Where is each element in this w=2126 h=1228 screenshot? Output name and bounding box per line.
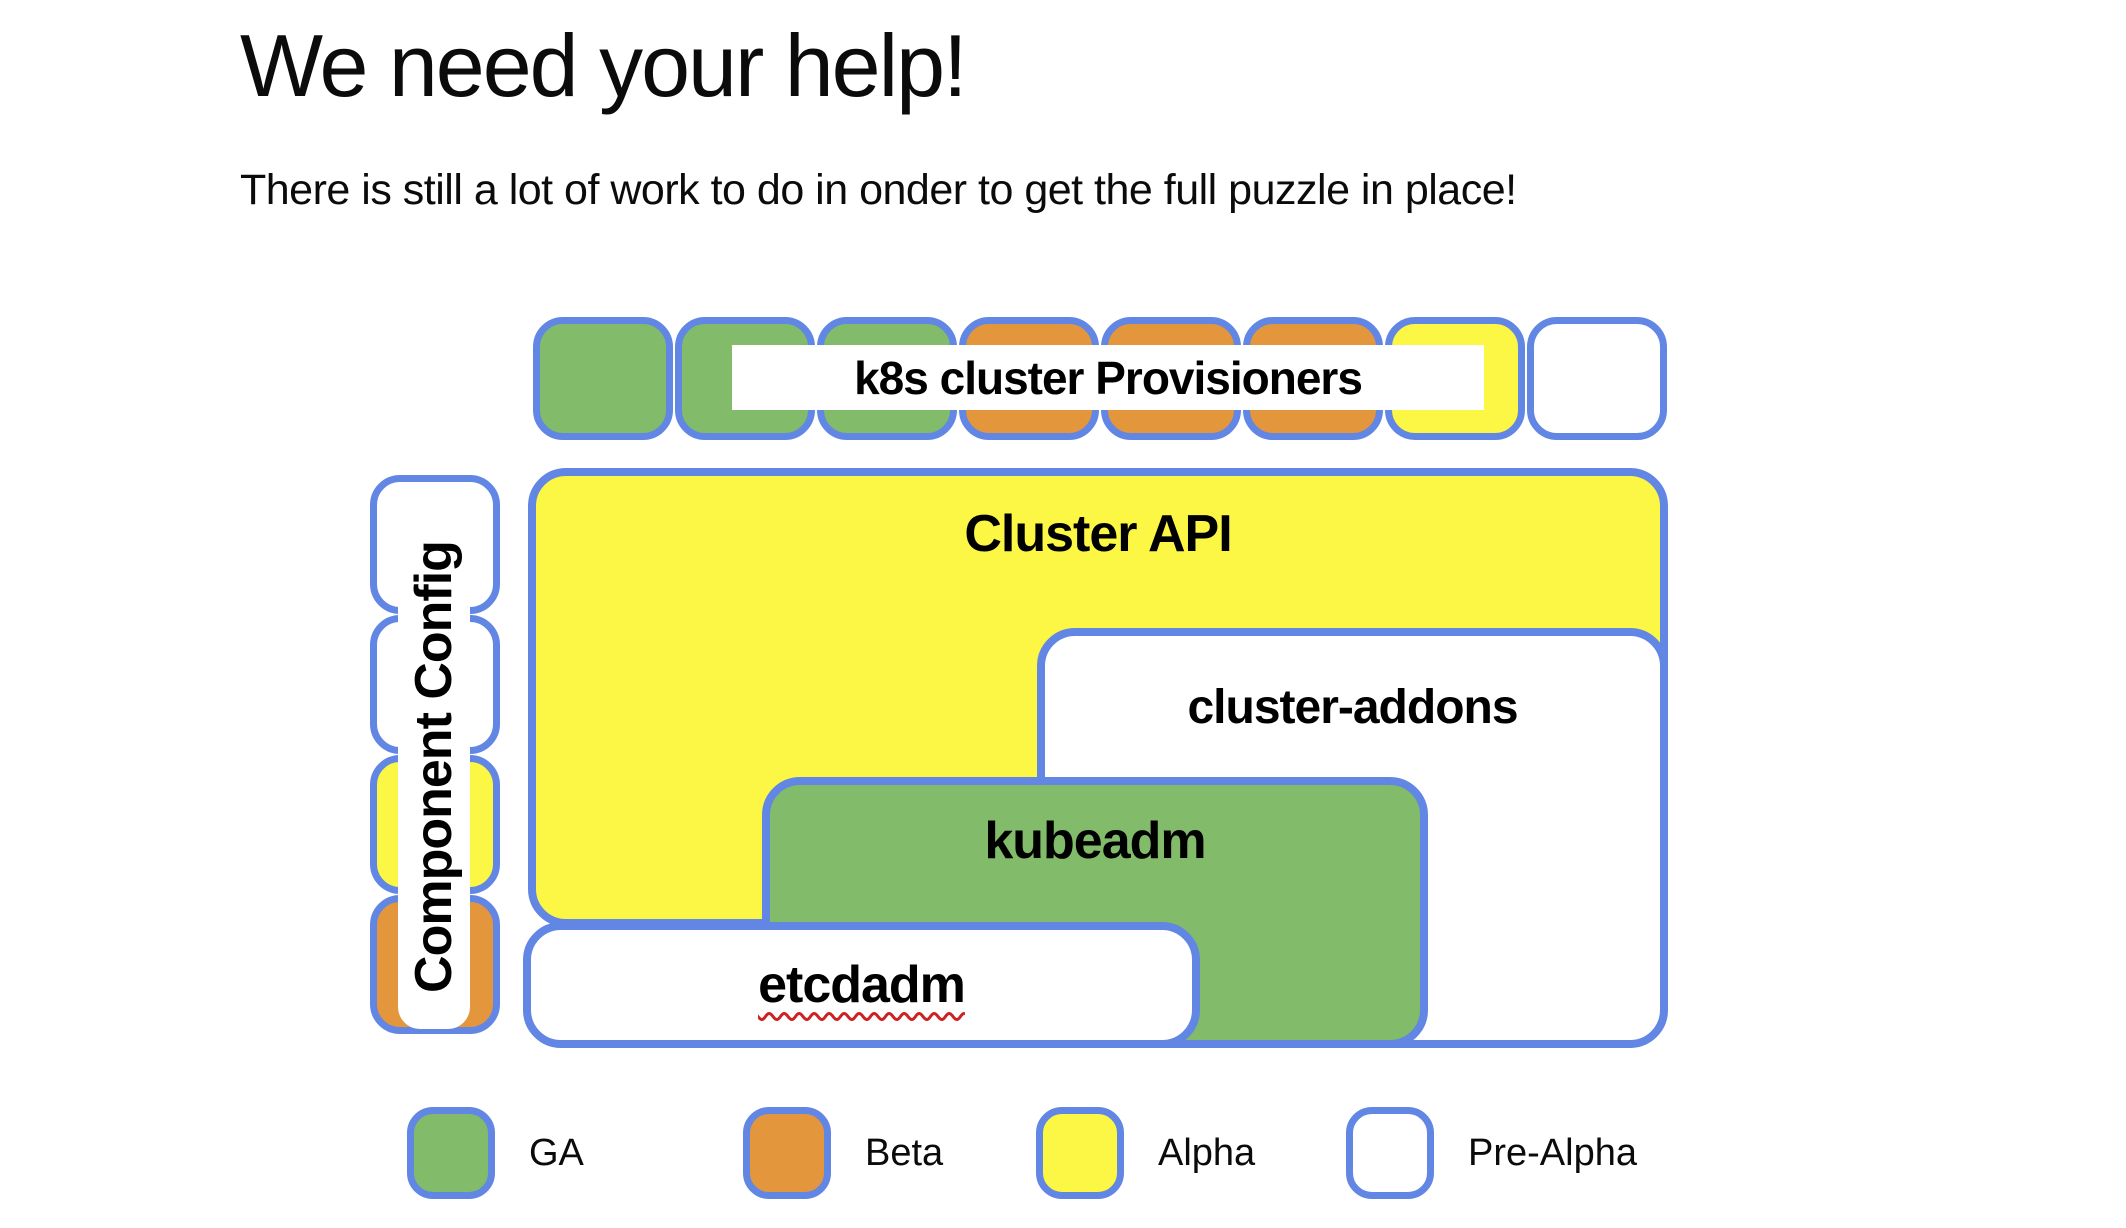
legend-label-alpha: Alpha [1158, 1131, 1256, 1174]
legend-swatch-pre-alpha [1346, 1107, 1434, 1199]
etcdadm-label-text: etcdadm [758, 956, 966, 1014]
slide-title: We need your help! [240, 16, 968, 115]
etcdadm-label: etcdadm [531, 959, 1192, 1011]
cluster-api-label: Cluster API [964, 505, 1232, 563]
component-config-label: Component Config [405, 541, 463, 993]
legend-swatch-ga [407, 1107, 495, 1199]
kubeadm-label: kubeadm [984, 812, 1206, 870]
legend-swatch-alpha [1036, 1107, 1124, 1199]
etcdadm-box: etcdadm [523, 922, 1200, 1048]
provisioner-tile-1-ga [533, 317, 673, 440]
legend-item-beta: Beta [743, 1107, 943, 1199]
legend-item-ga: GA [407, 1107, 584, 1199]
component-config-label-strip: Component Config [398, 505, 470, 1029]
legend-item-pre-alpha: Pre-Alpha [1346, 1107, 1637, 1199]
provisioner-tile-8-pre-alpha [1527, 317, 1667, 440]
legend-label-pre-alpha: Pre-Alpha [1468, 1131, 1637, 1174]
legend-label-ga: GA [529, 1131, 584, 1174]
provisioners-label: k8s cluster Provisioners [732, 345, 1484, 410]
cluster-addons-label: cluster-addons [1187, 681, 1518, 734]
legend-label-beta: Beta [865, 1131, 944, 1174]
legend-item-alpha: Alpha [1036, 1107, 1255, 1199]
legend-swatch-beta [743, 1107, 831, 1199]
slide-subtitle: There is still a lot of work to do in on… [240, 166, 1517, 214]
